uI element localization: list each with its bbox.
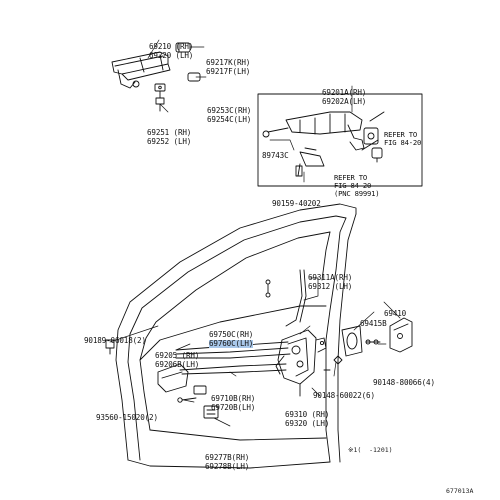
label-rod: 69205 (RH)69206B(LH) [155, 351, 200, 369]
door-lock-latch [275, 329, 327, 397]
label-clip: 90189-06018(2) [84, 336, 146, 346]
footnote-code: ※1( -1201) [348, 446, 393, 454]
highlighted-part-label: 69760C(LH) [209, 338, 254, 349]
label-screw-top: 90159-40202 [272, 199, 321, 209]
label-cylinder: 89743C [262, 151, 289, 161]
label-handle-pad: 69253C(RH)69254C(LH) [207, 106, 252, 124]
inside-handle-parts [105, 339, 219, 419]
label-link: 69311A(RH)69312 (LH) [308, 273, 353, 291]
label-latch: 69310 (RH)69320 (LH) [285, 410, 330, 428]
figure-id: 677013A [446, 487, 474, 495]
door-outline [115, 203, 357, 469]
label-control-cable: 69750C(RH)69760C(LH) [209, 330, 254, 349]
label-inside-handle: 69277B(RH)69278B(LH) [205, 453, 250, 471]
label-remote-control: 69710B(RH)69720B(LH) [211, 394, 256, 412]
leader-lines [109, 39, 401, 427]
label-outside-handle: 69210 (RH)69220 (LH) [149, 42, 194, 60]
striker-and-cover [323, 317, 413, 371]
label-screw-lock: 90148-60022(6) [313, 391, 375, 401]
label-cover: 69415B [360, 319, 387, 329]
label-screw-striker: 90148-80066(4) [373, 378, 435, 388]
label-lock-assembly: 69201A(RH)69202A(LH) [322, 88, 367, 106]
label-handle-cap: 69217K(RH)69217F(LH) [206, 58, 251, 76]
label-striker: 69410 [384, 309, 407, 319]
label-bolt: 93560-15020(2) [96, 413, 158, 423]
lock-assembly-inset [257, 93, 423, 187]
label-handle-frame: 69251 (RH)69252 (LH) [147, 128, 192, 146]
